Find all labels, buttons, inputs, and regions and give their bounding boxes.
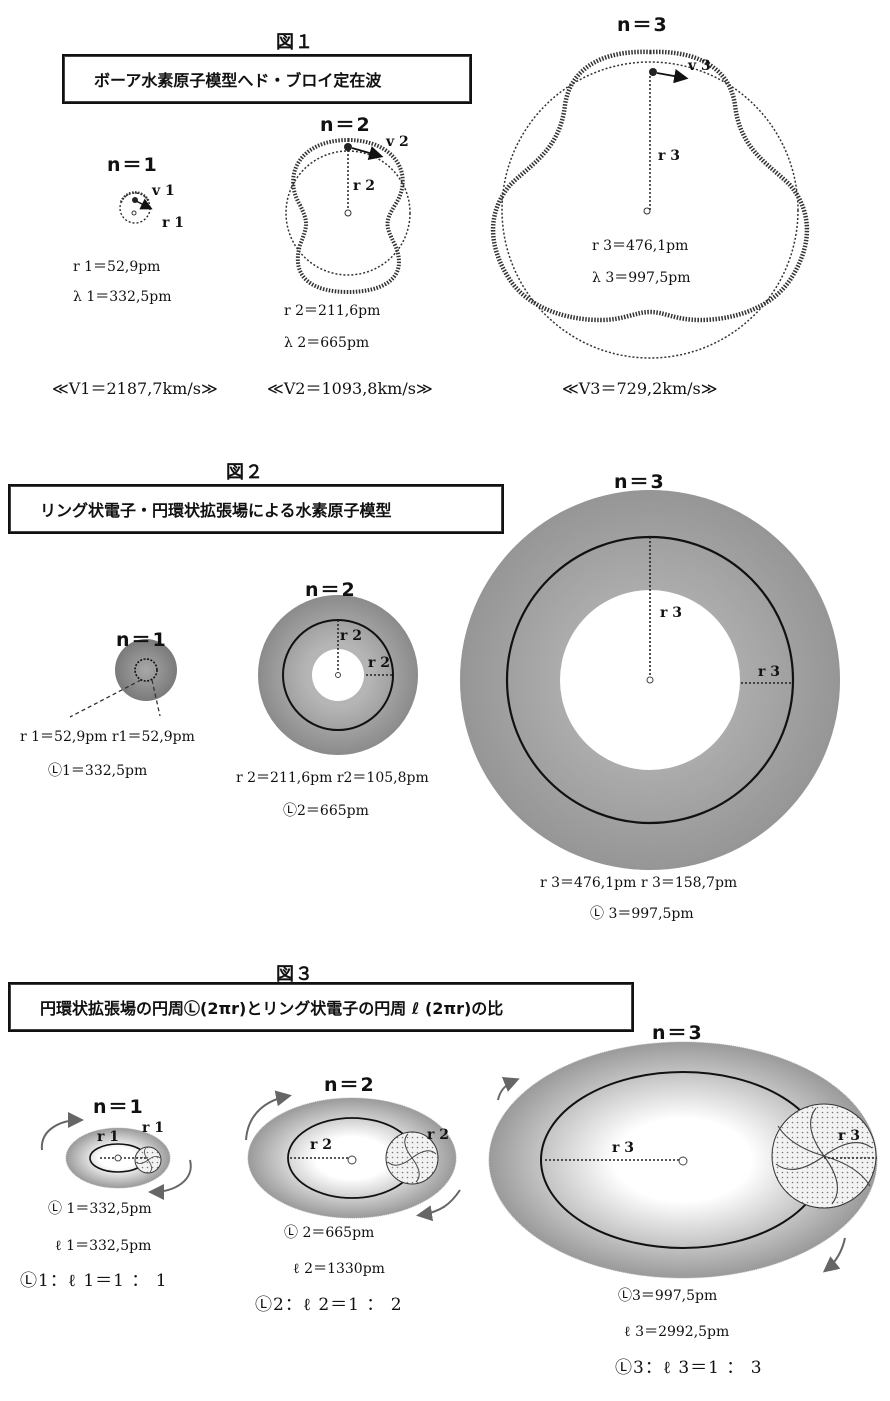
fig3-n2-diagram	[245, 1090, 461, 1222]
fig2-n3-label: n＝3	[614, 471, 666, 493]
fig2-caption: リング状電子・円環状拡張場による水素原子模型	[8, 484, 504, 534]
fig3-n3-rotation-arrow-left	[497, 1077, 520, 1101]
fig3-n2-L-value: Ⓛ 2＝665pm	[284, 1225, 375, 1241]
fig2-n3-nucleus	[646, 676, 654, 684]
fig3-n2-rr-label: r 2	[427, 1127, 449, 1143]
fig1-caption: ボーア水素原子模型へド・ブロイ定在波	[62, 54, 472, 104]
fig3-n1-rotation-arrow-left	[40, 1112, 84, 1151]
fig3-n3-electron-swirl	[775, 1107, 873, 1205]
fig1-n1-nucleus	[131, 210, 137, 216]
fig1-n2-nucleus	[344, 209, 352, 217]
fig1-n3-standing-wave	[490, 49, 810, 323]
fig2-n2-diagram	[258, 595, 418, 755]
fig1-n2-lambda-value: λ 2＝665pm	[284, 335, 370, 351]
fig1-n1-r-value: r 1＝52,9pm	[73, 259, 161, 275]
fig1-n1-standing-wave	[119, 191, 151, 203]
fig2-n1-leader-line-rr	[151, 679, 161, 717]
fig3-n3-r-label: r 3	[612, 1140, 634, 1156]
fig3-n1-ratio: Ⓛ1：ℓ 1＝1 ： 1	[20, 1271, 168, 1291]
fig3-n2-nucleus	[347, 1155, 357, 1165]
fig1-n3-r-label: r 3	[658, 148, 680, 164]
fig3-n2-label: n＝2	[324, 1074, 376, 1096]
fig2-n1-leader-line-r	[69, 679, 142, 718]
fig1-n3-r-value: r 3＝476,1pm	[592, 238, 689, 254]
fig1-n3-lambda-value: λ 3＝997,5pm	[592, 270, 691, 286]
fig3-n1-r-label: r 1	[97, 1129, 119, 1145]
fig3-n3-rotation-arrow-right	[822, 1237, 846, 1273]
fig3-title: 図３	[276, 964, 314, 985]
fig3-n3-label: n＝3	[652, 1022, 704, 1044]
fig2-n3-r-label: r 3	[660, 605, 682, 621]
fig3-n2-ratio: Ⓛ2：ℓ 2＝1 ： 2	[255, 1295, 403, 1315]
fig1-n2-label: n＝2	[320, 114, 372, 136]
fig2-n3-r-values: r 3＝476,1pm r 3＝158,7pm	[540, 875, 738, 891]
fig3-n3-l-value: ℓ 3＝2992,5pm	[624, 1324, 730, 1340]
fig2-n3-diagram	[460, 490, 840, 870]
fig1-n2-velocity-arrow	[351, 146, 384, 160]
fig1-n3-nucleus	[643, 207, 651, 215]
fig3-n2-rotation-arrow-right	[416, 1189, 461, 1222]
fig2-n2-r-label: r 2	[340, 628, 362, 644]
fig2-n3-rr-label: r 3	[758, 664, 780, 680]
fig3-n3-diagram	[488, 1041, 878, 1279]
fig1-n2-orbit	[285, 150, 411, 276]
fig2-n2-rr-label: r 2	[368, 655, 390, 671]
fig1-n3-diagram	[490, 49, 810, 359]
fig2-n3-L-value: Ⓛ 3＝997,5pm	[590, 906, 694, 922]
fig1-n2-electron	[344, 143, 352, 151]
fig1-title: 図１	[276, 32, 314, 53]
fig2-n2-label: n＝2	[305, 579, 357, 601]
fig1-n2-r-value: r 2＝211,6pm	[284, 303, 381, 319]
fig1-n1-lambda-value: λ 1＝332,5pm	[73, 289, 172, 305]
fig3-n1-rotation-arrow-right	[148, 1159, 192, 1200]
fig1-n3-v-label: v 3	[688, 58, 711, 74]
fig1-n1-velocity: ≪V1＝2187,7km/s≫	[52, 379, 218, 398]
fig1-n2-v-label: v 2	[386, 134, 409, 150]
fig3-n1-electron-swirl	[135, 1147, 161, 1173]
fig3-n3-rr-label: r 3	[838, 1128, 860, 1144]
fig2-n1-L-value: Ⓛ1＝332,5pm	[48, 763, 148, 779]
fig1-n1-velocity-arrow	[135, 198, 153, 210]
fig2-n1-field	[115, 639, 177, 701]
fig2-n2-nucleus	[335, 672, 341, 678]
fig1-n2-velocity: ≪V2＝1093,8km/s≫	[267, 379, 433, 398]
fig3-n3-nucleus	[678, 1156, 688, 1166]
fig1-n1-diagram	[119, 191, 153, 224]
fig1-n1-label: n＝1	[107, 154, 159, 176]
fig2-n2-L-value: Ⓛ2＝665pm	[283, 803, 369, 819]
fig3-n2-rotation-arrow-left	[245, 1090, 292, 1141]
fig2-n2-r-values: r 2＝211,6pm r2＝105,8pm	[236, 770, 429, 786]
fig3-n1-diagram	[40, 1112, 192, 1200]
fig3-n2-r-label: r 2	[310, 1137, 332, 1153]
fig1-n2-diagram	[285, 137, 411, 295]
fig3-n2-l-value: ℓ 2＝1330pm	[293, 1261, 385, 1277]
fig3-caption: 円環状拡張場の円周Ⓛ(2πr)とリング状電子の円周 ℓ (2πr)の比	[8, 982, 634, 1032]
fig3-n1-l-value: ℓ 1＝332,5pm	[55, 1238, 152, 1254]
fig1-n3-velocity: ≪V3＝729,2km/s≫	[562, 379, 718, 398]
fig3-n3-ratio: Ⓛ3：ℓ 3＝1 ： 3	[615, 1358, 763, 1378]
fig3-n1-nucleus	[114, 1154, 122, 1162]
fig3-n1-rr-label: r 1	[142, 1120, 164, 1136]
fig1-n3-electron	[649, 68, 657, 76]
fig1-n3-velocity-arrow	[656, 69, 689, 84]
fig1-n2-r-label: r 2	[353, 178, 375, 194]
fig2-title: 図２	[226, 462, 264, 483]
fig2-n1-diagram	[69, 639, 177, 718]
fig1-n1-v-label: v 1	[152, 183, 175, 199]
fig2-n1-label: n＝1	[116, 629, 168, 651]
fig1-n1-r-label: r 1	[162, 215, 184, 231]
fig3-n1-L-value: Ⓛ 1＝332,5pm	[48, 1201, 152, 1217]
fig1-n2-standing-wave	[291, 137, 405, 295]
fig2-n1-r-values: r 1＝52,9pm r1＝52,9pm	[20, 729, 195, 745]
fig3-n1-label: n＝1	[93, 1096, 145, 1118]
fig1-n3-label: n＝3	[617, 14, 669, 36]
fig2-n1-electron-ring	[134, 658, 158, 682]
fig1-n3-orbit	[501, 61, 799, 359]
fig3-n2-electron-swirl	[387, 1133, 437, 1183]
fig3-n3-L-value: Ⓛ3＝997,5pm	[618, 1288, 718, 1304]
